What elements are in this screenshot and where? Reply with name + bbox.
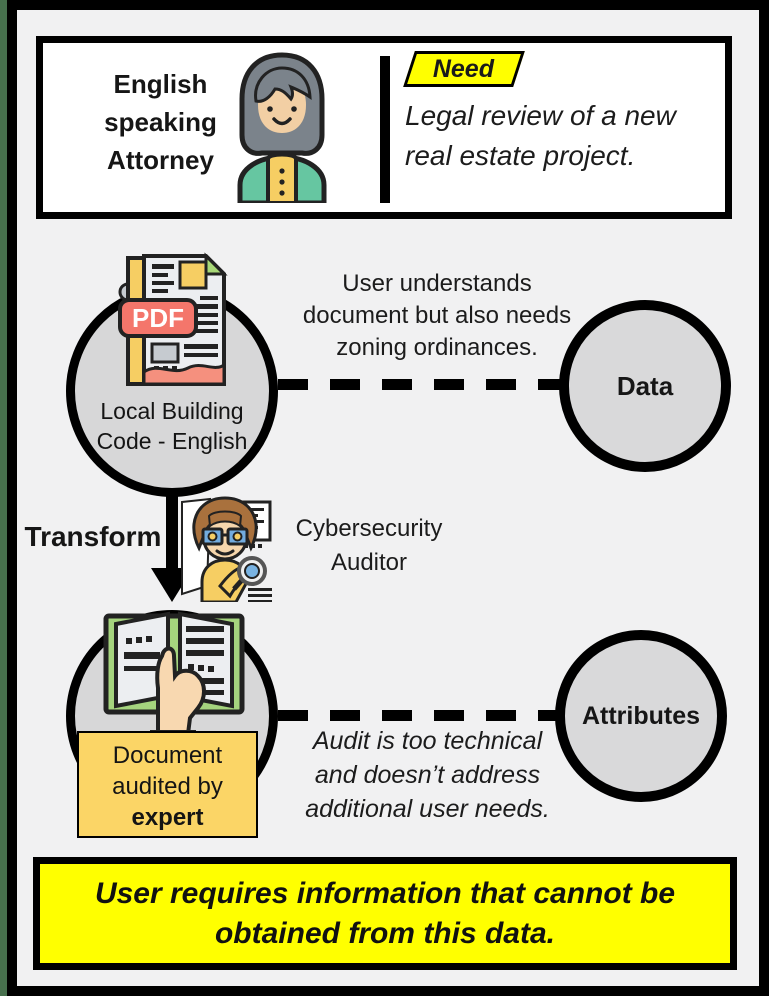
- data-note-line: zoning ordinances.: [336, 334, 538, 361]
- auditor-label: Cybersecurity Auditor: [280, 512, 458, 580]
- result-line: audited by: [112, 773, 223, 800]
- conclusion-line: User requires information that cannot be: [94, 876, 676, 910]
- transform-label: Transform: [24, 521, 162, 552]
- persona-name-line: English: [113, 69, 208, 99]
- persona-name-line: Attorney: [107, 145, 214, 175]
- need-description: Legal review of a new real estate projec…: [405, 96, 740, 176]
- pdf-badge-label: PDF: [132, 303, 184, 333]
- persona-name: English speaking Attorney: [58, 65, 263, 179]
- data-note: User understands document but also needs…: [293, 268, 581, 364]
- need-line: Legal review of a new: [405, 100, 676, 131]
- need-tag-label: Need: [433, 54, 495, 83]
- source-label-line: Local Building: [100, 398, 244, 424]
- attributes-note-line: and doesn’t address: [314, 761, 541, 789]
- source-document-label: Local Building Code - English: [72, 396, 272, 456]
- cybersecurity-auditor-icon: [181, 496, 272, 602]
- data-note-line: document but also needs: [302, 302, 572, 329]
- card-divider: [380, 56, 390, 203]
- auditor-label-line: Cybersecurity: [295, 515, 443, 542]
- dashed-connector-data: [278, 379, 564, 390]
- dashed-connector-attributes: [278, 710, 558, 721]
- persona-card: English speaking Attorney Need Legal rev…: [36, 36, 732, 219]
- result-box: Document audited by expert: [77, 731, 258, 838]
- conclusion-banner: User requires information that cannot be…: [33, 857, 737, 970]
- attributes-node: Attributes: [555, 630, 727, 802]
- need-tag: Need: [403, 51, 525, 87]
- result-line: Document: [112, 742, 223, 769]
- data-node-label: Data: [616, 370, 674, 401]
- attributes-node-label: Attributes: [581, 701, 701, 730]
- auditor-label-line: Auditor: [330, 549, 408, 576]
- persona-name-line: speaking: [104, 107, 217, 137]
- attributes-note-line: additional user needs.: [305, 795, 550, 823]
- need-line: real estate project.: [405, 140, 636, 171]
- attorney-avatar-icon: [237, 52, 327, 203]
- result-line-emphasis: expert: [131, 804, 204, 831]
- pdf-document-icon: PDF: [118, 252, 228, 386]
- conclusion-line: obtained from this data.: [214, 916, 556, 950]
- data-node: Data: [559, 300, 731, 472]
- source-label-line: Code - English: [96, 428, 248, 454]
- hand-holding-open-book-icon: [103, 611, 245, 760]
- data-note-line: User understands: [342, 270, 532, 297]
- attributes-note: Audit is too technical and doesn’t addre…: [285, 724, 570, 826]
- attributes-note-line: Audit is too technical: [312, 727, 543, 755]
